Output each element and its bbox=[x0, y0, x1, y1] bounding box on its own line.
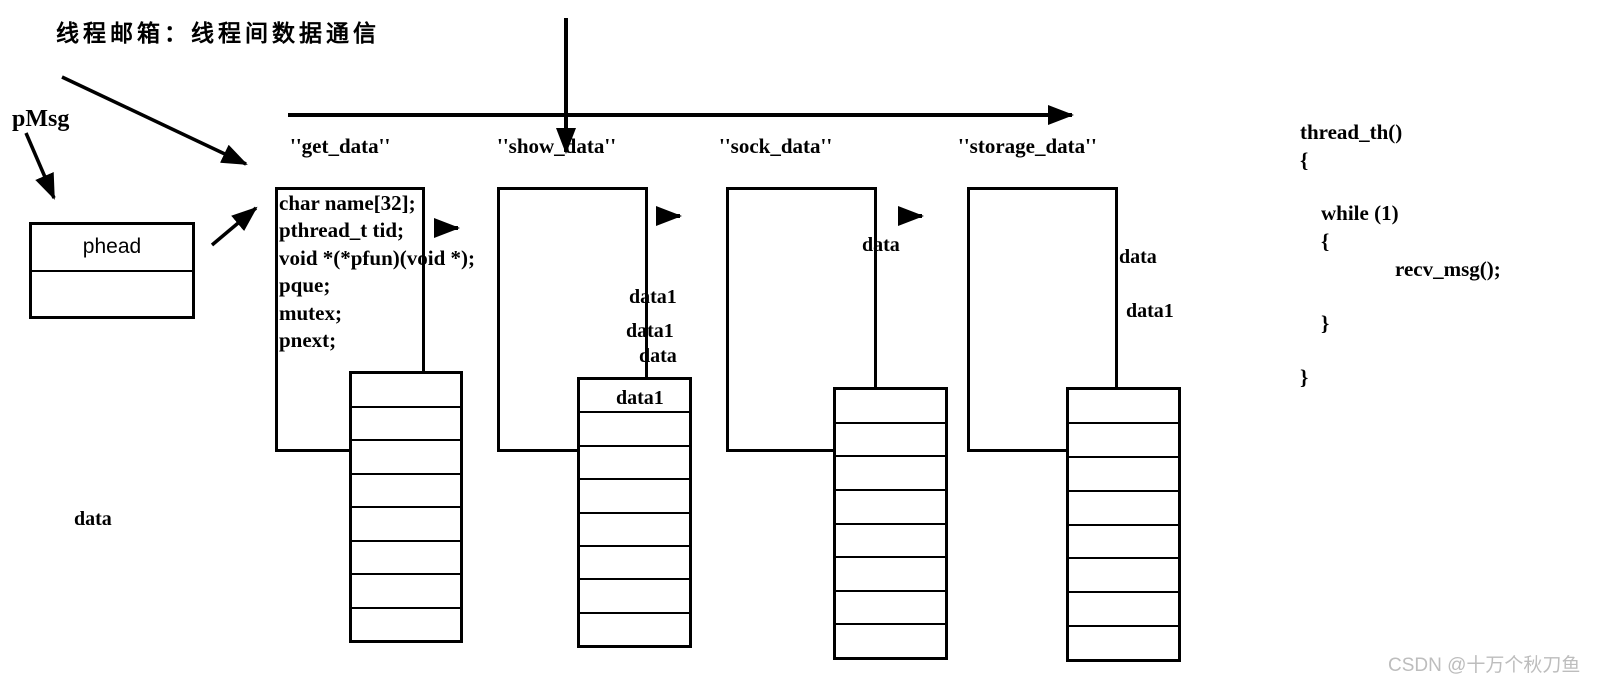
flow-label-storage-data: ''storage_data'' bbox=[958, 134, 1097, 158]
code-line: { bbox=[1300, 148, 1309, 172]
queue-cell bbox=[1069, 591, 1178, 625]
queue-cell bbox=[352, 405, 460, 440]
queue-cell bbox=[836, 623, 945, 657]
queue-cell bbox=[580, 411, 689, 444]
struct-field: mutex; bbox=[279, 300, 342, 325]
data-label-storage-1: data bbox=[1119, 246, 1157, 268]
queue-show-data bbox=[577, 377, 692, 648]
queue-cell bbox=[836, 556, 945, 590]
queue-sock-data bbox=[833, 387, 948, 660]
queue-get-data bbox=[349, 371, 463, 643]
arrow-phead-to-struct bbox=[210, 206, 258, 247]
data-label-show-4: data1 bbox=[616, 387, 664, 409]
data-label-sock: data bbox=[862, 234, 900, 256]
code-line: { bbox=[1321, 229, 1330, 253]
data-label-show-1: data1 bbox=[629, 286, 677, 308]
phead-empty-slot bbox=[32, 272, 192, 317]
struct-field: void *(*pfun)(void *); bbox=[279, 245, 476, 270]
data-label-storage-2: data1 bbox=[1126, 300, 1174, 322]
pmsg-label: pMsg bbox=[12, 106, 70, 132]
data-label-bottom-left: data bbox=[74, 508, 112, 530]
arrow-pmsg-to-phead bbox=[24, 132, 56, 200]
queue-cell bbox=[836, 589, 945, 624]
queue-cell bbox=[836, 455, 945, 489]
queue-cell bbox=[836, 421, 945, 456]
flow-label-get-data: ''get_data'' bbox=[290, 134, 391, 158]
phead-label: phead bbox=[32, 225, 192, 272]
queue-cell bbox=[836, 522, 945, 557]
queue-cell bbox=[352, 374, 460, 406]
flow-label-show-data: ''show_data'' bbox=[497, 134, 617, 158]
arrow-title-to-struct bbox=[61, 75, 248, 166]
code-line: while (1) bbox=[1321, 201, 1399, 225]
diagram-title: 线程邮箱：线程间数据通信 bbox=[56, 21, 380, 47]
queue-cell bbox=[580, 444, 689, 478]
queue-cell bbox=[1069, 557, 1178, 591]
queue-cell bbox=[352, 606, 460, 641]
struct-field: pque; bbox=[279, 273, 331, 298]
data-label-show-2: data1 bbox=[626, 320, 674, 342]
queue-cell bbox=[352, 439, 460, 473]
thread-box-storage-data bbox=[967, 187, 1118, 452]
flow-label-sock-data: ''sock_data'' bbox=[719, 134, 833, 158]
struct-field: char name[32]; bbox=[279, 191, 416, 215]
thread-box-show-data bbox=[497, 187, 648, 452]
thread-box-sock-data bbox=[726, 187, 877, 452]
phead-box: phead bbox=[29, 222, 195, 319]
queue-cell bbox=[1069, 489, 1178, 524]
queue-cell bbox=[580, 511, 689, 545]
code-line: } bbox=[1300, 365, 1309, 389]
queue-cell bbox=[1069, 390, 1178, 422]
queue-cell bbox=[1069, 523, 1178, 558]
queue-cell bbox=[352, 472, 460, 507]
queue-cell bbox=[580, 578, 689, 611]
queue-cell bbox=[352, 506, 460, 540]
watermark: CSDN @十万个秋刀鱼 bbox=[1388, 655, 1581, 676]
queue-cell bbox=[580, 544, 689, 578]
queue-cell bbox=[836, 488, 945, 523]
queue-cell bbox=[1069, 455, 1178, 490]
data-label-show-3: data bbox=[639, 345, 677, 367]
code-line: } bbox=[1321, 311, 1330, 335]
struct-field: pthread_t tid; bbox=[279, 218, 405, 243]
code-line: recv_msg(); bbox=[1395, 257, 1501, 281]
queue-cell bbox=[580, 478, 689, 511]
queue-cell bbox=[1069, 421, 1178, 456]
code-line: thread_th() bbox=[1300, 120, 1403, 144]
queue-cell bbox=[580, 611, 689, 645]
struct-fields: char name[32]; pthread_t tid; void *(*pf… bbox=[279, 190, 475, 354]
queue-cell bbox=[352, 573, 460, 607]
struct-field: pnext; bbox=[279, 328, 337, 353]
queue-storage-data bbox=[1066, 387, 1181, 662]
queue-cell bbox=[1069, 625, 1178, 659]
queue-cell bbox=[352, 539, 460, 574]
queue-cell bbox=[836, 390, 945, 422]
